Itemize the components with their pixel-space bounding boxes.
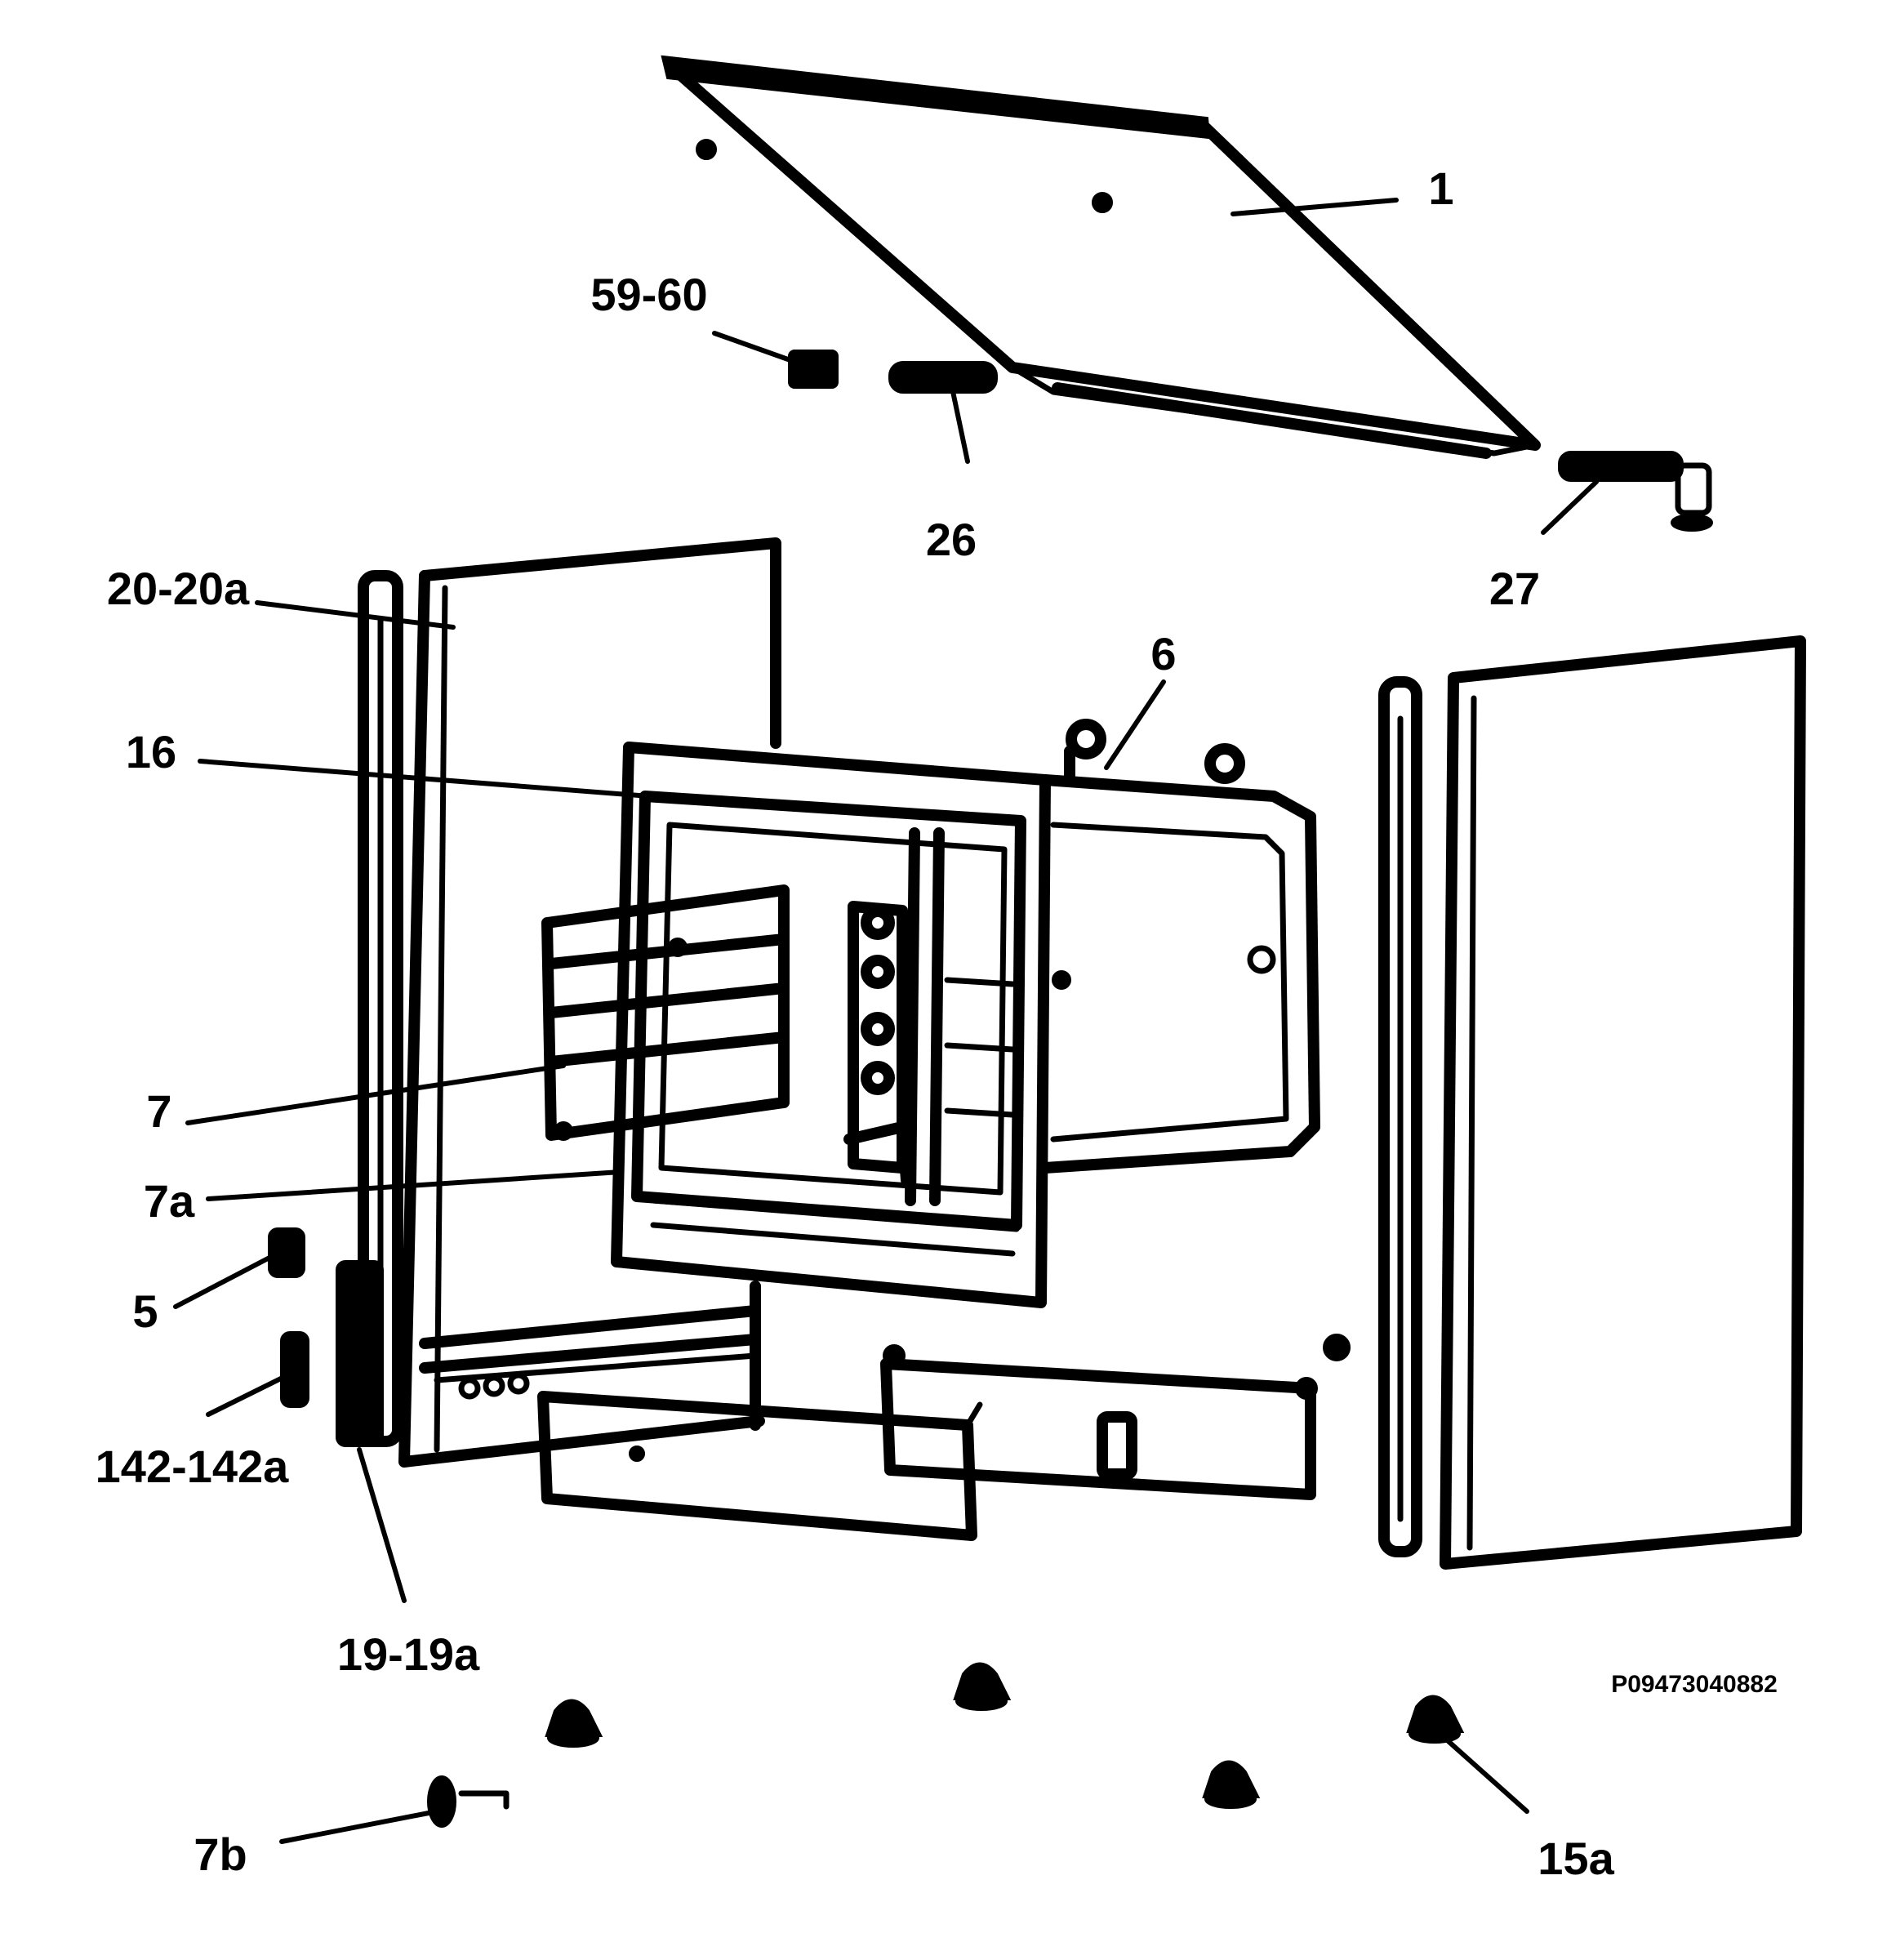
callout-labels: 1 59-60 26 27 20-20a 6 16 7 7a 5 142-142… <box>96 163 1615 1884</box>
part-rear-plinth <box>880 1344 1318 1500</box>
part-right-side-panel <box>1440 635 1806 1570</box>
part-block-142 <box>280 1331 309 1408</box>
part-clip-59-60 <box>788 350 839 389</box>
callout-7: 7 <box>146 1085 171 1137</box>
callout-59-60: 59-60 <box>590 269 707 320</box>
part-block-5 <box>268 1227 305 1278</box>
part-oven-back-box <box>1039 719 1320 1174</box>
callout-16: 16 <box>126 726 176 777</box>
callout-7a: 7a <box>144 1175 195 1227</box>
callout-19-19a: 19-19a <box>337 1628 480 1680</box>
callout-27: 27 <box>1489 563 1540 614</box>
callout-6: 6 <box>1150 628 1176 679</box>
leader-lines <box>173 198 1599 1844</box>
part-bracket-27 <box>1558 451 1713 532</box>
part-bracket-26 <box>888 361 998 394</box>
callout-15a: 15a <box>1538 1833 1614 1884</box>
part-right-runner-column <box>843 901 912 1186</box>
part-right-trim-strip <box>1323 676 1422 1557</box>
part-top-panel <box>661 55 1541 459</box>
part-front-plinth <box>537 1391 983 1541</box>
part-feet <box>545 1662 1465 1809</box>
part-bottom-rail <box>419 1281 761 1431</box>
reference-code: P09473040882 <box>1611 1671 1778 1698</box>
callout-26: 26 <box>926 514 977 565</box>
part-shelf-runners <box>541 884 790 1141</box>
part-left-side-panel <box>398 537 781 1468</box>
callout-7b: 7b <box>194 1829 247 1880</box>
callout-1: 1 <box>1428 163 1453 214</box>
part-pin-7b <box>427 1775 510 1828</box>
callout-5: 5 <box>132 1285 158 1337</box>
part-oven-frame <box>611 742 1051 1308</box>
callout-20-20a: 20-20a <box>107 563 250 614</box>
callout-142-142a: 142-142a <box>96 1441 290 1492</box>
part-left-trim-strip <box>336 570 403 1447</box>
